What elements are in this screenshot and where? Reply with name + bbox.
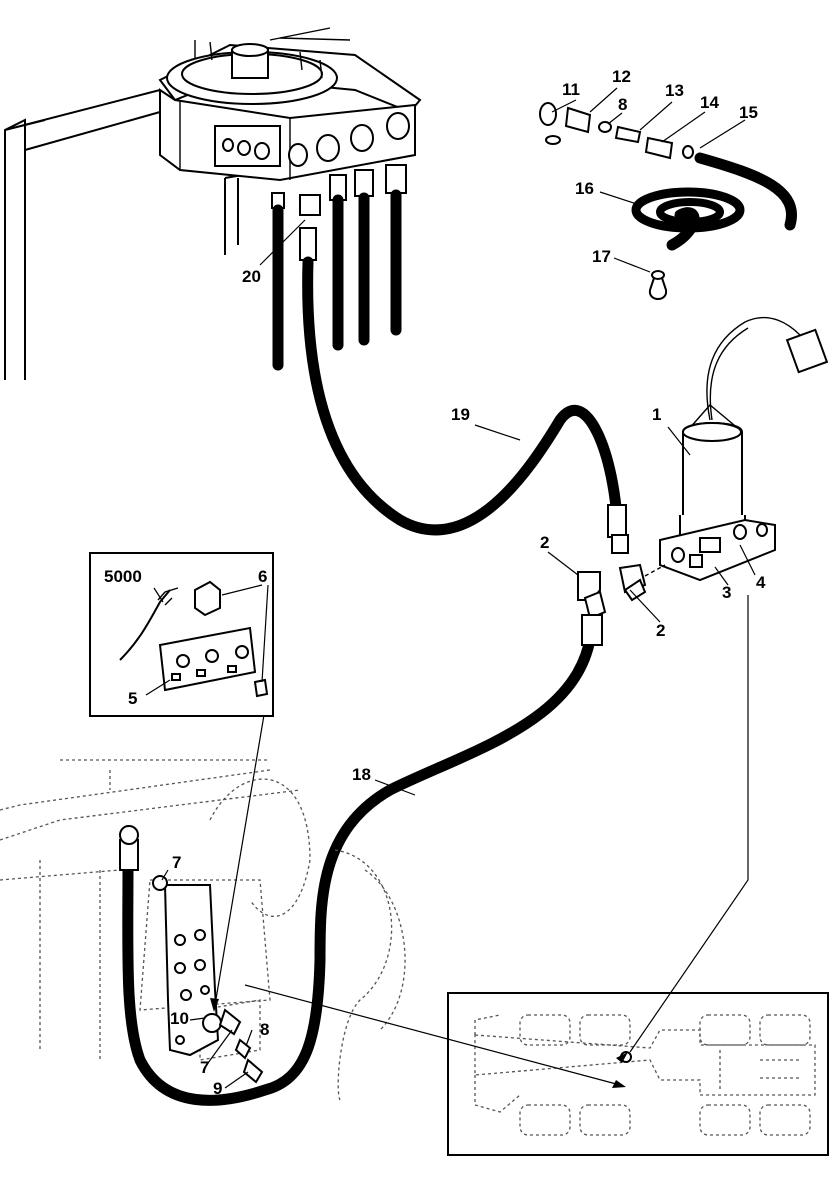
elbow-fittings [577,563,666,620]
chassis-outline [0,759,406,1101]
label-17: 17 [592,247,611,266]
label-15: 15 [739,103,758,122]
label-14: 14 [700,93,719,112]
hose-19-end-fitting [607,504,627,538]
hose-kit [539,102,797,300]
label-5: 5 [128,689,137,708]
coiled-hose-16 [631,187,745,251]
hose-18 [122,614,598,1106]
label-16: 16 [575,179,594,198]
label-7-top: 7 [172,853,181,872]
label-8-kit: 8 [618,95,627,114]
hose-19 [302,256,624,541]
coupling-12 [564,106,592,134]
label-9: 9 [213,1079,222,1098]
label-12: 12 [612,67,631,86]
reservoir-assembly [4,27,422,380]
label-13: 13 [665,81,684,100]
switch-panel-inset [89,552,274,717]
adapter-14 [644,136,674,160]
pump-assembly [659,316,829,582]
label-10: 10 [170,1009,189,1028]
plug-17 [648,274,668,300]
washer-8-kit [598,121,612,133]
label-18: 18 [352,765,371,784]
label-8-bottom: 8 [260,1020,269,1039]
nipple-13 [614,125,642,144]
label-4: 4 [756,573,766,592]
label-20: 20 [242,267,261,286]
label-5000: 5000 [104,567,142,586]
label-1: 1 [652,405,661,424]
label-2-top: 2 [540,533,549,552]
label-3: 3 [722,583,731,602]
label-11: 11 [562,80,580,99]
hose-18-end-fitting [581,614,603,646]
seal-15 [682,145,694,159]
chassis-top-view-inset [447,992,829,1156]
bracket-plate [152,875,264,1084]
leader-lines [145,87,756,1089]
label-2-bottom: 2 [656,621,665,640]
label-19: 19 [451,405,470,424]
label-6: 6 [258,567,267,586]
cap-11 [539,102,557,126]
label-7-bottom: 7 [200,1058,209,1077]
